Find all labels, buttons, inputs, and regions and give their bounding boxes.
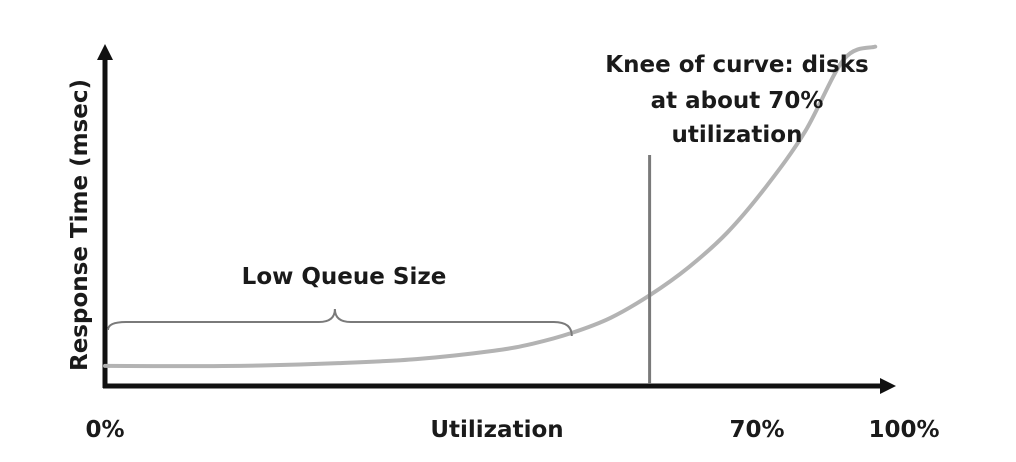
x-axis-arrow	[880, 378, 896, 394]
y-axis-arrow	[97, 44, 113, 60]
low-queue-brace	[107, 308, 573, 337]
knee-annotation-line-3: utilization	[672, 122, 803, 148]
x-tick-label: 0%	[85, 417, 124, 443]
knee-annotation-line-2: at about 70%	[651, 88, 824, 114]
x-tick-label: 100%	[868, 417, 939, 443]
x-axis-label: Utilization	[430, 417, 563, 443]
x-tick-label: 70%	[729, 417, 784, 443]
y-axis-label: Response Time (msec)	[67, 79, 93, 371]
response-curve	[103, 44, 878, 369]
plot-area	[103, 44, 878, 384]
knee-annotation-line-1: Knee of curve: disks	[605, 52, 868, 78]
axes	[97, 44, 896, 394]
low-queue-size-label: Low Queue Size	[242, 264, 447, 290]
